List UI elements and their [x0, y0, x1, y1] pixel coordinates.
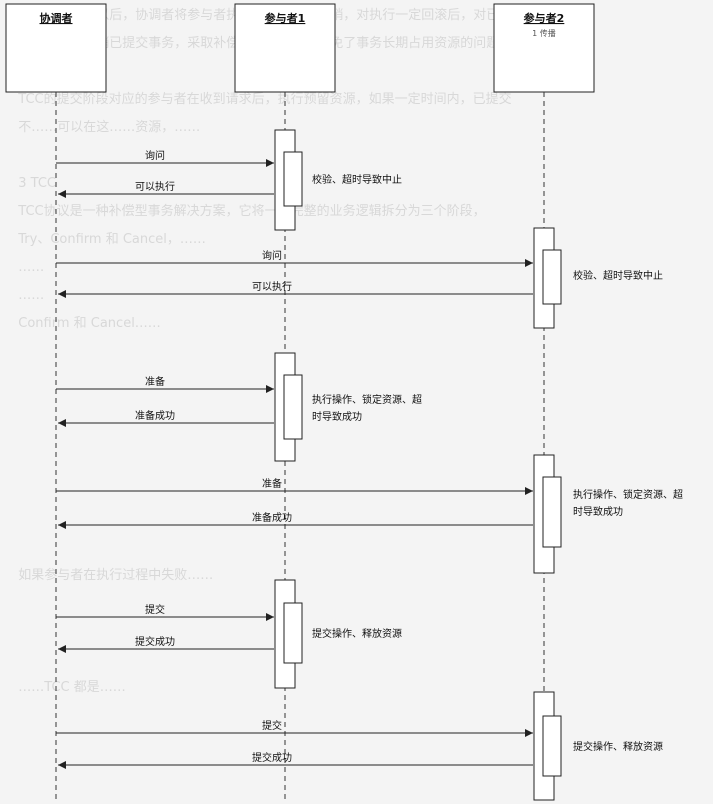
activation-1-inner — [283, 151, 303, 207]
message-label-1: 询问 — [145, 149, 165, 162]
message-label-3: 询问 — [262, 249, 282, 262]
message-label-8: 准备成功 — [252, 511, 292, 524]
participant-label-2: 参与者2 — [524, 11, 565, 25]
activation-5-inner — [283, 602, 303, 664]
activation-6-inner — [542, 715, 562, 777]
message-label-12: 提交成功 — [252, 751, 292, 764]
participant-box-coordinator — [5, 3, 107, 93]
note-1-line-1: 校验、超时导致中止 — [312, 173, 402, 186]
activation-3-inner — [283, 374, 303, 440]
message-label-2: 可以执行 — [135, 180, 175, 193]
participant-box-2 — [493, 3, 595, 93]
note-6-line-1: 提交操作、释放资源 — [573, 740, 663, 753]
message-label-4: 可以执行 — [252, 280, 292, 293]
message-label-11: 提交 — [262, 719, 282, 732]
note-4-line-2: 时导致成功 — [573, 505, 623, 518]
message-label-9: 提交 — [145, 603, 165, 616]
note-2-line-1: 校验、超时导致中止 — [573, 269, 663, 282]
note-3-line-1: 执行操作、锁定资源、超 — [312, 393, 422, 406]
participant-tag-2: 1 传播 — [532, 28, 556, 38]
message-label-5: 准备 — [145, 375, 165, 388]
message-label-7: 准备 — [262, 477, 282, 490]
activation-4-inner — [542, 476, 562, 548]
note-3-line-2: 时导致成功 — [312, 410, 362, 423]
participant-label-coordinator: 协调者 — [40, 11, 73, 25]
note-5-line-1: 提交操作、释放资源 — [312, 627, 402, 640]
participant-label-1: 参与者1 — [265, 11, 306, 25]
message-label-10: 提交成功 — [135, 635, 175, 648]
note-4-line-1: 执行操作、锁定资源、超 — [573, 488, 683, 501]
activation-2-inner — [542, 249, 562, 305]
message-label-6: 准备成功 — [135, 409, 175, 422]
